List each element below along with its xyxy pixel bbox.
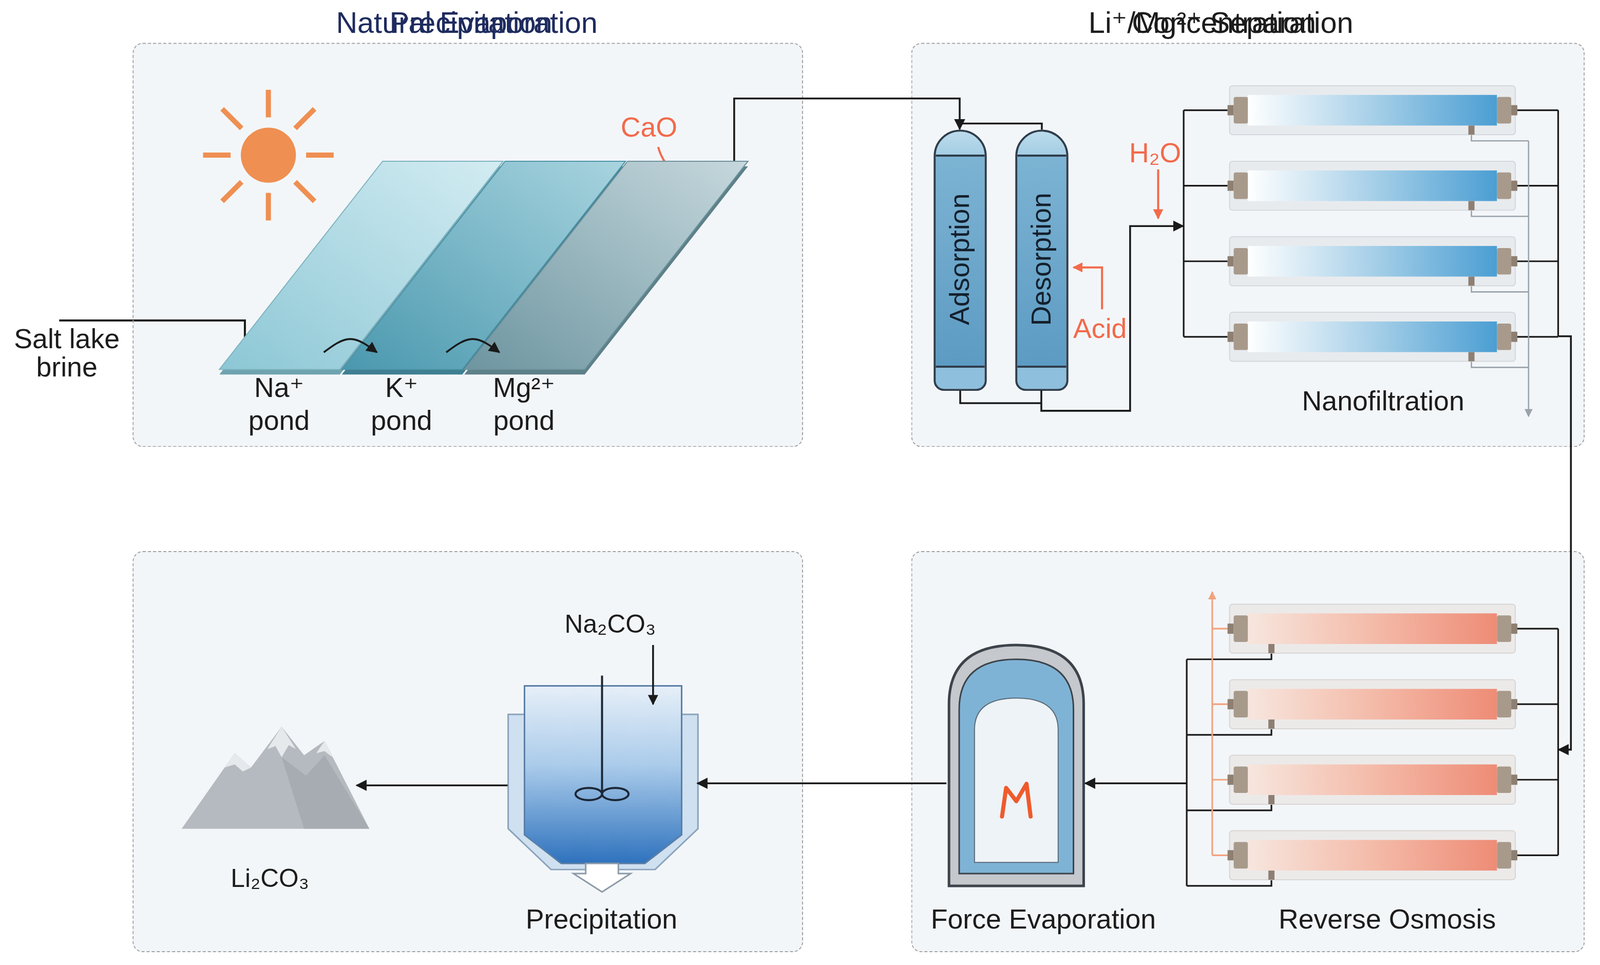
panel-ground: [132, 42, 804, 447]
column-pipe: [960, 390, 1042, 404]
stage-panel: PrecipitationLi₂CO₃Precipitation: [132, 550, 804, 952]
flow-arrow: [1041, 225, 1184, 411]
product-label: Li₂CO₃: [230, 862, 310, 892]
osmosis-membrane: [1227, 679, 1518, 729]
text-holder: Reverse Osmosis: [1278, 903, 1496, 936]
text-holder: H₂O: [1129, 138, 1182, 170]
flow-arrow: [734, 98, 960, 161]
unit-label: Nanofiltration: [1302, 385, 1465, 417]
acid-arrow: [1073, 267, 1103, 310]
nanofiltration-membrane: [1227, 236, 1518, 286]
text-holder: Mg²⁺ pond: [481, 370, 567, 437]
nanofiltration-membrane: [1227, 85, 1518, 135]
pond-surface: [463, 160, 748, 369]
product-pile: Li₂CO₃: [181, 721, 357, 833]
water-arrow: [1157, 169, 1160, 219]
text-holder: Na⁺ pond: [236, 370, 322, 437]
reverse-osmosis-unit: Reverse Osmosis: [1186, 597, 1559, 890]
source-label: Salt lake brine: [3, 324, 131, 382]
reagent-arrow: [652, 644, 655, 704]
stage-panel: Li⁺/Mg²⁺ SeparationAdsorptionDesorptionN…: [911, 42, 1586, 447]
text-holder: K⁺ pond: [358, 370, 445, 437]
stage-heading: Precipitation: [389, 5, 553, 40]
reagent-label: Acid: [1073, 313, 1127, 346]
text-holder: Salt lake brine: [3, 324, 131, 382]
desorption-column: Desorption: [1014, 128, 1068, 391]
panel-ground: [911, 42, 1586, 447]
flow-arrow: [697, 782, 947, 785]
nanofiltration-membrane: [1227, 312, 1518, 361]
text-holder: Adsorption: [942, 130, 976, 388]
flow-arrow: [1558, 336, 1572, 750]
nanofiltration-membrane: [1227, 161, 1518, 211]
stage-panel: Natural EvaporationNa⁺ pondK⁺ pondMg²⁺ p…: [132, 42, 804, 447]
text-holder: Precipitation: [525, 903, 678, 936]
adsorption-column: Adsorption: [932, 128, 986, 391]
column-label: Adsorption: [942, 193, 976, 326]
flow-arrow: [446, 338, 500, 353]
text-holder: Precipitation: [389, 5, 553, 40]
reagent-label: CaO: [620, 112, 678, 145]
unit-label: Precipitation: [525, 903, 678, 936]
osmosis-membrane: [1227, 830, 1518, 880]
panel-ground: [911, 550, 1586, 952]
osmosis-membrane: [1227, 755, 1518, 805]
flow-arrow: [1084, 782, 1187, 785]
unit-label: Reverse Osmosis: [1278, 903, 1496, 936]
flow-arrow: [356, 784, 508, 787]
reagent-label: H₂O: [1129, 138, 1182, 170]
evaporator: Force Evaporation: [946, 642, 1085, 890]
stage-heading: Concentration: [1131, 5, 1317, 40]
osmosis-membrane: [1227, 603, 1518, 653]
text-holder: Concentration: [1131, 5, 1317, 40]
precipitation-tank: Precipitation: [507, 682, 698, 891]
pond-label: Na⁺ pond: [236, 370, 322, 437]
text-holder: Desorption: [1024, 130, 1058, 388]
text-holder: Li₂CO₃: [230, 862, 310, 892]
unit-label: Force Evaporation: [930, 903, 1156, 936]
column-label: Desorption: [1024, 192, 1058, 326]
flow-arrow: [324, 338, 377, 353]
product-mountain: [181, 726, 370, 829]
text-holder: Acid: [1073, 313, 1127, 346]
reagent-label: Na₂CO₃: [564, 608, 657, 639]
text-holder: CaO: [620, 112, 678, 145]
text-holder: Na₂CO₃: [564, 608, 657, 639]
pond-shape: [463, 160, 748, 369]
text-holder: Nanofiltration: [1302, 385, 1465, 417]
evaporator-vessel: [948, 644, 1084, 886]
membrane-manifold: [1183, 110, 1558, 337]
membrane-manifold: [1517, 628, 1558, 855]
evaporation-pond: Mg²⁺ pond: [463, 160, 748, 369]
nanofiltration-unit: Nanofiltration: [1183, 83, 1559, 365]
sun-icon: [202, 89, 334, 221]
precipitation-reactor: [508, 675, 699, 892]
column-pipe: [960, 123, 1042, 130]
stage-panel: ConcentrationForce EvaporationReverse Os…: [911, 550, 1586, 952]
pond-label: K⁺ pond: [358, 370, 445, 437]
text-holder: Force Evaporation: [930, 903, 1156, 936]
permeate-line: [1212, 592, 1230, 856]
pond-label: Mg²⁺ pond: [481, 370, 567, 437]
panel-ground: [132, 550, 804, 952]
